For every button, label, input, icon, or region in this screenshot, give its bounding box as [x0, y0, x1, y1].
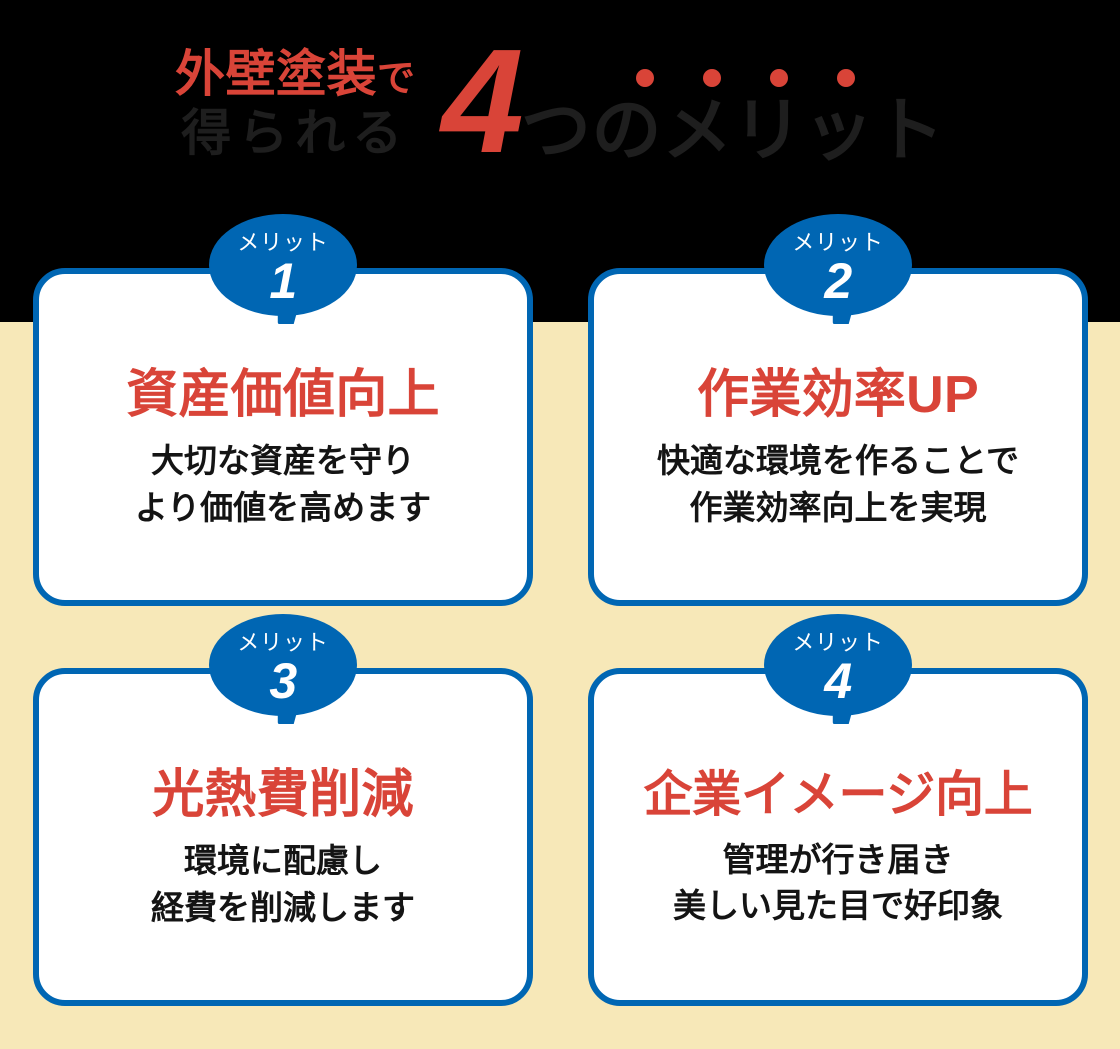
card-description-line: 作業効率向上を実現 [689, 489, 987, 527]
emphasis-dot-icon [635, 69, 654, 88]
merit-badge: メリット 2 [764, 214, 912, 330]
card-description-line: より価値を高めます [134, 489, 432, 527]
header-right-text: 4 つのメリット [441, 19, 946, 184]
badge-label: メリット [237, 230, 329, 255]
badge-number: 1 [269, 253, 297, 309]
merit-card-grid: メリット 1 資産価値向上 大切な資産を守り より価値を高めます メリット 2 … [33, 214, 1088, 1006]
badge-number: 3 [269, 653, 297, 709]
header-left-text: 外壁塗装で 得られる [175, 48, 416, 168]
header-line1-main: 外壁塗装 [174, 45, 377, 102]
header-number: 4 [441, 19, 523, 184]
badge-tail-icon [832, 702, 855, 724]
merit-card[interactable]: メリット 3 光熱費削減 環境に配慮し 経費を削減します [33, 614, 533, 1006]
merit-card[interactable]: メリット 4 企業イメージ向上 管理が行き届き 美しい見た目で好印象 [588, 614, 1088, 1006]
merit-badge: メリット 3 [209, 614, 357, 730]
header: 外壁塗装で 得られる 4 つのメリット [0, 0, 1120, 322]
badge-oval: メリット 3 [209, 614, 357, 716]
merit-card[interactable]: メリット 1 資産価値向上 大切な資産を守り より価値を高めます [33, 214, 533, 606]
header-line1: 外壁塗装で [175, 48, 416, 101]
card-description-line: 経費を削減します [151, 889, 415, 927]
badge-oval: メリット 4 [764, 614, 912, 716]
card-description-line: 管理が行き届き [722, 840, 954, 878]
emphasis-dot-icon [836, 69, 855, 88]
emphasis-dot-icon [769, 69, 788, 88]
merit-card[interactable]: メリット 2 作業効率UP 快適な環境を作ることで 作業効率向上を実現 [588, 214, 1088, 606]
badge-tail-icon [277, 702, 300, 724]
card-title: 企業イメージ向上 [643, 767, 1033, 822]
merit-badge: メリット 1 [209, 214, 357, 330]
badge-number: 4 [824, 653, 852, 709]
emphasis-dots [635, 69, 855, 88]
emphasis-dot-icon [702, 69, 721, 88]
card-description: 快適な環境を作ることで 作業効率向上を実現 [657, 438, 1019, 532]
badge-label: メリット [792, 230, 884, 255]
card-description: 環境に配慮し 経費を削減します [151, 838, 415, 932]
badge-tail-icon [832, 302, 855, 324]
badge-label: メリット [792, 630, 884, 655]
badge-number: 2 [824, 253, 852, 309]
card-title: 資産価値向上 [126, 366, 440, 425]
badge-oval: メリット 2 [764, 214, 912, 316]
merit-badge: メリット 4 [764, 614, 912, 730]
badge-oval: メリット 1 [209, 214, 357, 316]
header-rest: つのメリット [520, 91, 946, 170]
card-description-line: 大切な資産を守り [151, 442, 415, 480]
card-description: 大切な資産を守り より価値を高めます [135, 438, 431, 532]
header-line2: 得られる [181, 105, 410, 162]
badge-label: メリット [237, 630, 329, 655]
card-description-line: 快適な環境を作ることで [656, 442, 1019, 480]
header-line1-suffix: で [376, 57, 416, 100]
card-description-line: 環境に配慮し [184, 842, 382, 880]
card-title: 作業効率UP [697, 366, 979, 425]
card-title: 光熱費削減 [152, 766, 414, 825]
card-description-line: 美しい見た目で好印象 [673, 887, 1003, 925]
card-description: 管理が行き届き 美しい見た目で好印象 [673, 837, 1003, 931]
badge-tail-icon [277, 302, 300, 324]
